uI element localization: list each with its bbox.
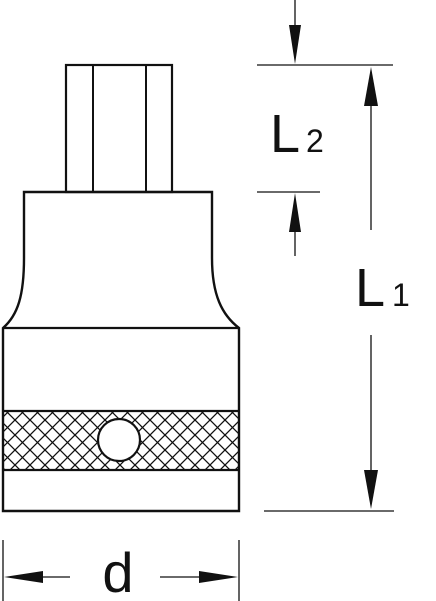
knurled-band xyxy=(3,409,239,472)
l2-dimension: L 2 xyxy=(257,0,393,256)
l1-dimension: L 1 xyxy=(264,67,410,512)
l1-subscript: 1 xyxy=(392,277,410,313)
ball-detent-hole xyxy=(96,417,142,463)
socket-body xyxy=(1,190,241,513)
l2-label: L xyxy=(270,104,300,164)
l1-label: L xyxy=(355,258,385,318)
hex-bit-tip xyxy=(64,63,174,194)
d-dimension: d xyxy=(2,540,240,601)
l2-subscript: 2 xyxy=(306,123,324,159)
d-label: d xyxy=(102,541,133,601)
